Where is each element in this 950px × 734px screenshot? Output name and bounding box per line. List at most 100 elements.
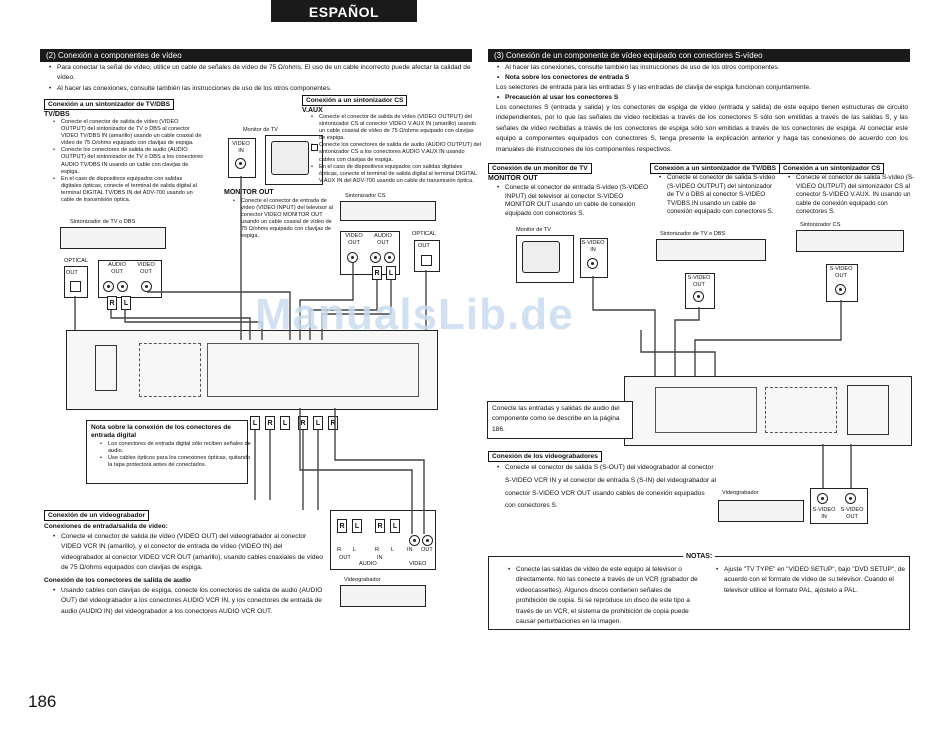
tvdbs-optical-out-label: OUT [66,270,78,276]
vcr-video-label: VIDEO [409,561,427,567]
r-tvdbs-text: Conecte el conector de salida S-vídeo (S… [658,174,779,217]
cs-bullet: En el caso de dispositivos equipados con… [311,164,481,185]
s-input-note-text: Los selectores de entrada para las entra… [496,84,811,91]
cs-audio-l-jack-icon [384,252,395,263]
cs-plug-l: L [386,266,396,280]
r-tvdbs-text-item: Conecte el conector de salida S-vídeo (S… [659,174,779,217]
tvdbs-bullet: Conecte los conectores de salida de audi… [53,147,204,175]
cs-audio-r-jack-icon [370,252,381,263]
monitor-out-title: MONITOR OUT [224,189,274,196]
monitor-label: Monitor de TV [243,127,279,133]
vcr-text-2: Usando cables con clavijas de espiga, co… [52,586,323,617]
cs-audio-out-label: AUDIO OUT [374,233,392,246]
vcr-box-heading: Conexión de un videograbador [44,510,150,521]
vcr-video-in-jack-icon [409,535,420,546]
vcr-in-label: IN [407,547,413,553]
tvdbs-box-heading: Conexión a un sintonizador de TV/DBS [44,99,174,110]
tvdbs-bullet: Conecte el conector de salida de vídeo (… [53,119,204,147]
r-vcr-text-item: Conecte el conector de salida S (S-OUT) … [497,462,717,513]
vcr-plug-r: R [375,519,385,533]
tvdbs-optical-label: OPTICAL [64,258,88,264]
cs-title: V.AUX [302,107,323,114]
r-receiver-rear-panel [624,376,912,446]
page-number: 186 [28,692,57,711]
notes-box: NOTAS: Conecte las salidas de vídeo de e… [488,552,910,630]
r-cs-s-video-label: S-VIDEO OUT [829,266,853,279]
caution-list: Precaución al usar los conectores S [496,93,915,104]
audio-r-jack-icon [103,281,114,292]
r-tvdbs-s-video-label: S-VIDEO OUT [687,275,711,288]
notes-title: NOTAS: [683,552,716,561]
plug-l: L [280,416,290,430]
notes-right-item: Ajuste "TV TYPE" en "VIDEO SETUP", bajo … [716,565,910,596]
language-header: ESPAÑOL [271,0,417,22]
cs-optical-port-icon [421,255,432,266]
audio-note-box: Conecte las entradas y salidas de audio … [487,401,633,439]
r-monitor-title: MONITOR OUT [488,175,538,182]
tvdbs-title: TV/DBS [44,111,70,118]
r-vcr-text: Conecte el conector de salida S (S-OUT) … [496,462,717,513]
s-video-in-jack-icon [817,493,828,504]
vcr-plug-l: L [390,519,400,533]
tvdbs-device-label: Sintonizador de TV o DBS [70,219,136,225]
cs-tuner-device [340,201,436,221]
r-monitor-s-video-label: S-VIDEO IN [581,240,605,253]
cs-optical-label: OPTICAL [412,231,436,237]
r-vcr-device [718,500,804,522]
vcr-text-1: Conecte el conector de salida de vídeo (… [52,532,323,574]
cs-bullet: Conecte el conector de salida de vídeo (… [311,114,481,142]
cs-optical-panel [414,240,440,272]
vcr-r-label: R [337,547,342,553]
plug-l: L [250,416,260,430]
monitor-tv-icon [265,135,323,185]
right-intro: Al hacer las conexiones, consulte tambié… [496,63,915,84]
plug-r: R [328,416,338,430]
r-vcr-s-video-in-label: S-VIDEO IN [812,507,836,520]
tvdbs-audio-out-label: AUDIO OUT [108,262,126,275]
r-monitor-label: Monitor de TV [516,227,552,233]
vcr-text-2-item: Usando cables con clavijas de espiga, co… [53,586,323,617]
vcr-device [340,585,426,607]
right-intro-item: Al hacer las conexiones, consulte tambié… [497,63,915,74]
r-monitor-text: Conecte el conector de entrada S-vídeo (… [496,184,649,218]
video-jack-icon [141,281,152,292]
digital-note-box: Nota sobre la conexión de los conectores… [86,420,251,484]
r-cs-s-video-panel [826,264,858,302]
optical-port-icon [70,281,81,292]
vcr-l-label: L [391,547,395,553]
plug-r: R [298,416,308,430]
plug-l: L [313,416,323,430]
cs-video-jack-icon [347,252,358,263]
r-cs-text-item: Conecte el conector de salida S-vídeo (S… [788,174,918,217]
r-monitor-box-heading: Conexión de un monitor de TV [488,163,592,174]
vcr-jack-panel: R L R L R L R L IN OUT OUT IN AUDIO VIDE… [330,510,436,570]
digital-note-title: Nota sobre la conexión de los conectores… [91,424,231,439]
notes-right: Ajuste "TV TYPE" en "VIDEO SETUP", bajo … [715,565,910,596]
tvdbs-bullets: Conecte el conector de salida de vídeo (… [52,119,204,204]
s-video-in-jack-icon [587,258,598,269]
s-video-out-jack-icon [835,284,846,295]
vcr-plug-r: R [337,519,347,533]
s-input-note-title: Nota sobre los conectores de entrada S [497,73,915,84]
vcr-subtitle-1: Conexiones de entrada/salida de vídeo: [44,523,168,530]
vcr-in-label: IN [377,555,383,561]
watermark-text: ManualsLib.de [255,290,574,339]
digital-note-bullet: Los conectores de entrada digital sólo r… [100,441,254,455]
cs-bullet: Conecte los conectores de salida de audi… [311,142,481,163]
r-cs-device-label: Sintonizador CS [800,222,841,228]
cs-device-label: Sintonizador CS [345,193,386,199]
r-vcr-s-video-out-label: S-VIDEO OUT [840,507,864,520]
cs-box-heading: Conexión a un sintonizador CS [302,95,408,106]
tvdbs-video-out-label: VIDEO OUT [137,262,155,275]
r-monitor-text-item: Conecte el conector de entrada S-vídeo (… [497,184,649,218]
cs-optical-out-label: OUT [418,243,430,249]
right-section-title: (3) Conexión de un componente de vídeo e… [488,49,910,62]
cs-plug-r: R [372,266,382,280]
vcr-out-label: OUT [421,547,433,553]
vcr-out-label: OUT [339,555,351,561]
r-cs-device [796,230,904,252]
receiver-rear-panel [66,330,438,410]
tvdbs-optical-panel [64,266,88,298]
vcr-audio-label: AUDIO [359,561,377,567]
